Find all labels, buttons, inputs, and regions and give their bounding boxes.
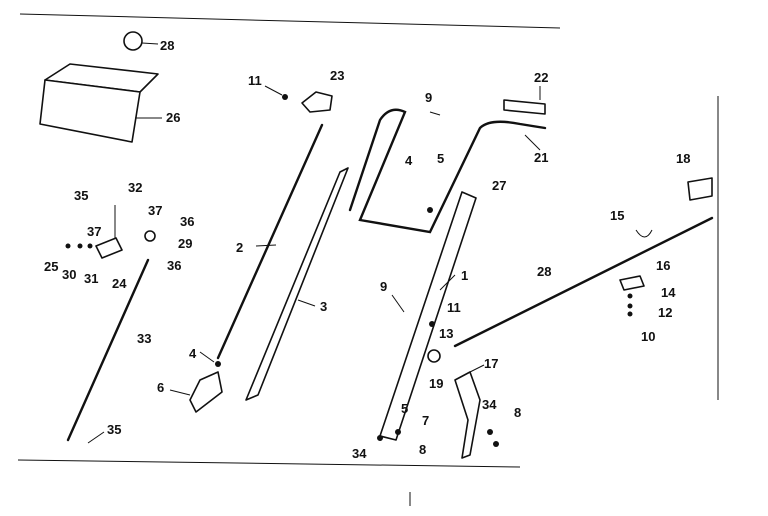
part-rod-33 [66, 258, 150, 442]
part-clip-15 [635, 229, 653, 238]
callout-4: 4 [405, 153, 413, 168]
callout-10: 10 [641, 329, 655, 344]
callout-3: 3 [320, 299, 327, 314]
top-border-line [19, 13, 561, 29]
callout-35-top: 35 [74, 188, 88, 203]
callout-13: 13 [439, 326, 453, 341]
part-rod-20 [453, 216, 714, 348]
part-lower-handle-1 [379, 191, 477, 441]
callout-19: 19 [429, 376, 443, 391]
callout-36-top: 36 [180, 214, 194, 229]
part-16 [619, 275, 645, 291]
callout-9-lower: 9 [380, 279, 387, 294]
callout-24: 24 [112, 276, 127, 291]
callout-27: 27 [492, 178, 506, 193]
part-knob-13 [427, 349, 441, 363]
callout-7: 7 [422, 413, 429, 428]
callout-5-lower: 5 [401, 401, 408, 416]
callout-1: 1 [461, 268, 468, 283]
callout-9: 9 [425, 90, 432, 105]
callout-36-bottom: 36 [167, 258, 181, 273]
part-clamp-6 [189, 371, 223, 413]
callout-17: 17 [484, 356, 498, 371]
callout-4-lower: 4 [189, 346, 197, 361]
callout-8-left: 8 [419, 442, 426, 457]
callout-16: 16 [656, 258, 670, 273]
callout-29: 29 [178, 236, 192, 251]
callout-31: 31 [84, 271, 98, 286]
part-knob [123, 31, 143, 51]
part-bracket-17 [454, 371, 481, 459]
callout-15: 15 [610, 208, 624, 223]
callout-32: 32 [128, 180, 142, 195]
callout-2: 2 [236, 240, 243, 255]
callout-22: 22 [534, 70, 548, 85]
part-cover [39, 79, 141, 143]
callout-34-left: 34 [352, 446, 367, 461]
callout-34-right: 34 [482, 397, 497, 412]
callout-37-right: 37 [148, 203, 162, 218]
callout-5: 5 [437, 151, 444, 166]
callout-30: 30 [62, 267, 76, 282]
part-bracket-23 [301, 91, 333, 113]
part-grip-22 [503, 99, 546, 115]
callout-25: 25 [44, 259, 58, 274]
callout-18: 18 [676, 151, 690, 166]
callout-8-right: 8 [514, 405, 521, 420]
part-channel-3 [245, 167, 349, 401]
bottom-border-line [17, 459, 521, 468]
callout-20: 28 [537, 264, 551, 279]
callout-11: 11 [248, 73, 262, 88]
callout-12: 12 [658, 305, 672, 320]
callout-33: 33 [137, 331, 151, 346]
callout-35-bottom: 35 [107, 422, 121, 437]
part-upper-handle-21 [348, 108, 547, 234]
callout-6: 6 [157, 380, 164, 395]
callout-28: 28 [160, 38, 174, 53]
part-18 [687, 177, 713, 201]
part-24 [95, 237, 123, 259]
callout-23: 23 [330, 68, 344, 83]
callout-14: 14 [661, 285, 676, 300]
callout-11-lower: 11 [447, 300, 461, 315]
callout-26: 26 [166, 110, 180, 125]
callout-37-left: 37 [87, 224, 101, 239]
callout-21: 21 [534, 150, 548, 165]
part-rod-2 [216, 123, 324, 360]
